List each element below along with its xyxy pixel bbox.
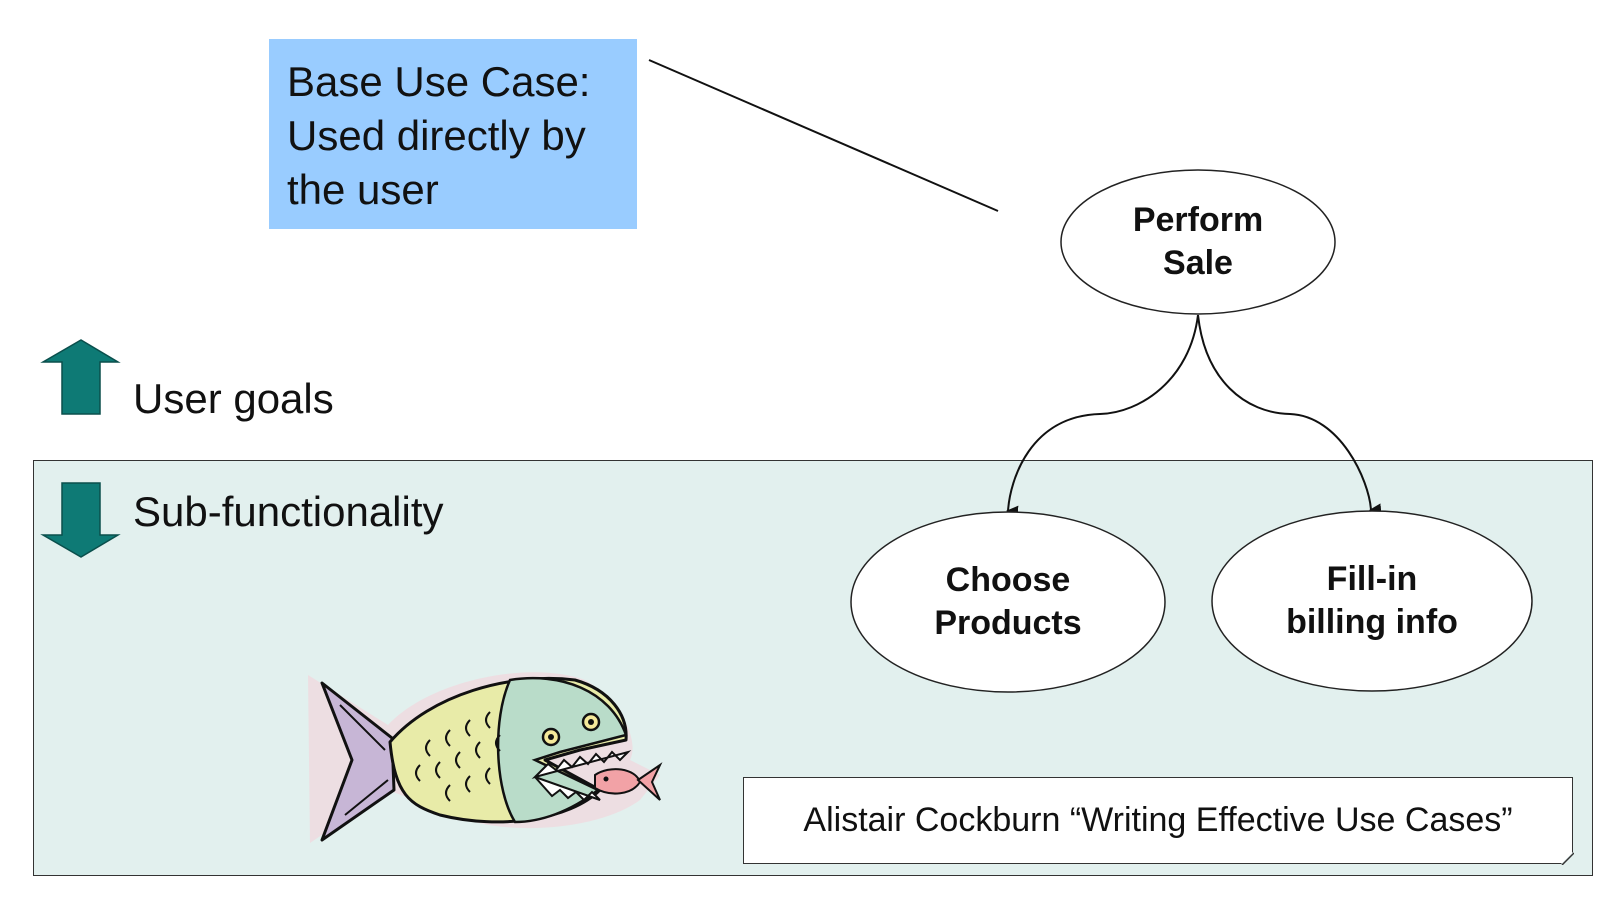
user-goals-label: User goals (133, 375, 334, 422)
sub-functionality-label: Sub-functionality (133, 488, 444, 535)
connector-to-fill-in-billing (1197, 314, 1382, 516)
callout-line-3: the user (287, 166, 439, 213)
piranha-fish-icon (308, 672, 663, 843)
citation-note: Alistair Cockburn “Writing Effective Use… (743, 777, 1574, 865)
connector-to-choose-products (1006, 314, 1199, 518)
callout-leader-line (648, 59, 999, 212)
node-perform-sale (1060, 169, 1336, 315)
node-fill-in-billing (1211, 510, 1533, 692)
arrow-up-icon (40, 339, 121, 415)
node-choose-products (850, 511, 1166, 693)
note-fold-icon (1560, 851, 1574, 865)
base-use-case-callout: Base Use Case: Used directly by the user (269, 39, 637, 229)
callout-line-2: Used directly by (287, 112, 586, 159)
arrow-down-icon (40, 482, 121, 558)
callout-line-1: Base Use Case: (287, 58, 591, 105)
citation-text: Alistair Cockburn “Writing Effective Use… (803, 801, 1513, 839)
